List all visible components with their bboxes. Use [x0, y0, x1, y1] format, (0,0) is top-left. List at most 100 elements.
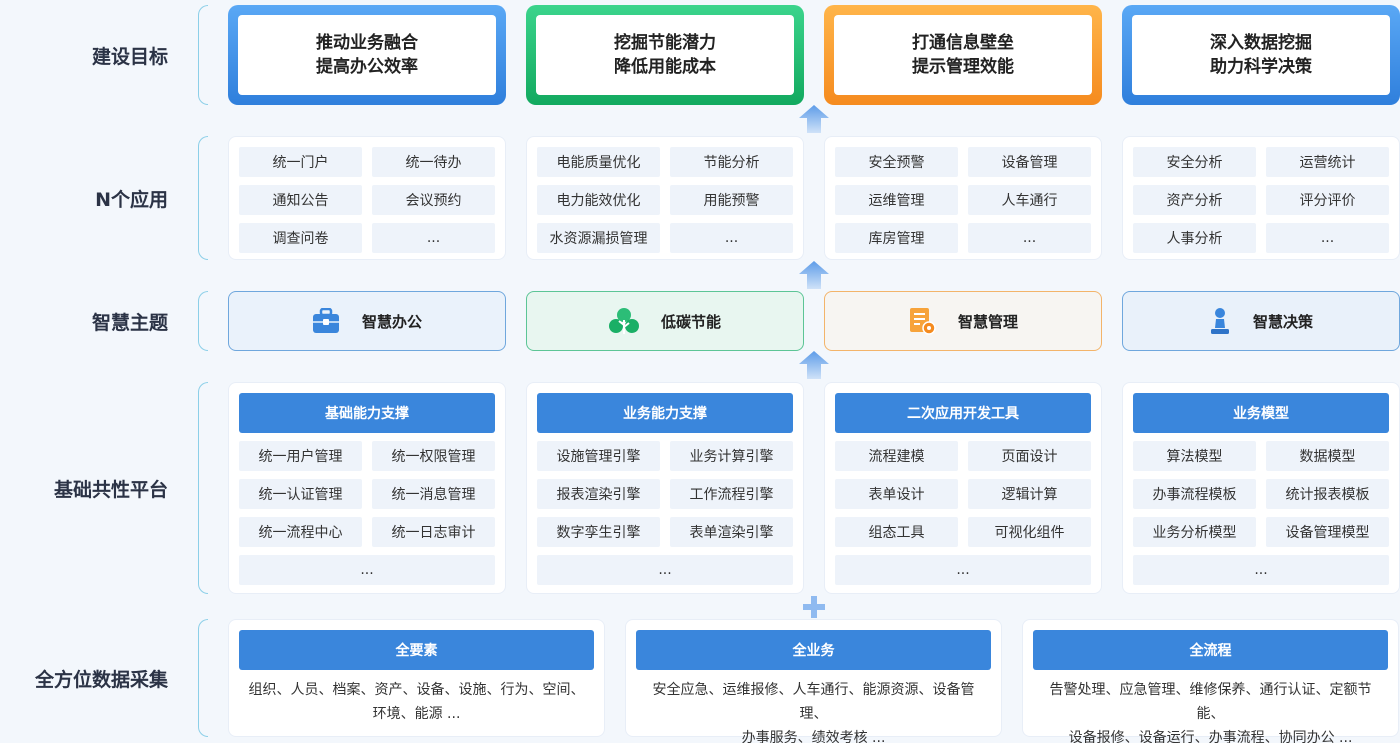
platform-item[interactable]: 统一消息管理: [372, 479, 495, 509]
platform-item[interactable]: 报表渲染引擎: [537, 479, 660, 509]
app-panel: 电能质量优化 节能分析 电力能效优化 用能预警 水资源漏损管理 ...: [526, 136, 804, 260]
data-header: 全业务: [636, 630, 991, 670]
platform-item[interactable]: 业务分析模型: [1133, 517, 1256, 547]
row-label-apps: N个应用: [95, 188, 168, 211]
app-item[interactable]: 评分评价: [1266, 185, 1389, 215]
row-label-data: 全方位数据采集: [34, 668, 168, 691]
platform-item[interactable]: 表单设计: [835, 479, 958, 509]
platform-item[interactable]: 统一权限管理: [372, 441, 495, 471]
platform-item[interactable]: 流程建模: [835, 441, 958, 471]
data-line: 办事服务、绩效考核 ...: [741, 730, 886, 743]
app-item[interactable]: 库房管理: [835, 223, 958, 253]
goal-card: 打通信息壁垒提示管理效能: [824, 5, 1102, 105]
platform-item[interactable]: 逻辑计算: [968, 479, 1091, 509]
goal-line: 提高办公效率: [316, 57, 418, 77]
briefcase-icon: [312, 308, 339, 333]
theme-smart-decision[interactable]: 智慧决策: [1122, 291, 1400, 351]
bracket: [198, 136, 208, 260]
theme-label: 智慧办公: [361, 312, 422, 331]
platform-item[interactable]: 工作流程引擎: [670, 479, 793, 509]
data-line: 环境、能源 ...: [372, 706, 461, 722]
app-item[interactable]: 安全分析: [1133, 147, 1256, 177]
platform-item[interactable]: 算法模型: [1133, 441, 1256, 471]
platform-item[interactable]: 设备管理模型: [1266, 517, 1389, 547]
theme-smart-management[interactable]: 智慧管理: [824, 291, 1102, 351]
platform-item-more[interactable]: ...: [1133, 555, 1389, 585]
platform-item[interactable]: 可视化组件: [968, 517, 1091, 547]
app-item[interactable]: 用能预警: [670, 185, 793, 215]
app-item-more[interactable]: ...: [670, 223, 793, 253]
theme-label: 智慧决策: [1252, 312, 1313, 331]
data-line: 安全应急、运维报修、人车通行、能源资源、设备管理、: [652, 682, 975, 722]
app-item[interactable]: 调查问卷: [239, 223, 362, 253]
data-line: 告警处理、应急管理、维修保养、通行认证、定额节能、: [1049, 682, 1372, 722]
app-item[interactable]: 节能分析: [670, 147, 793, 177]
platform-panel: 二次应用开发工具 流程建模 页面设计 表单设计 逻辑计算 组态工具 可视化组件 …: [824, 382, 1102, 594]
platform-item[interactable]: 统计报表模板: [1266, 479, 1389, 509]
app-item[interactable]: 设备管理: [968, 147, 1091, 177]
app-item[interactable]: 统一待办: [372, 147, 495, 177]
data-header: 全要素: [239, 630, 594, 670]
app-item[interactable]: 运维管理: [835, 185, 958, 215]
plus-icon: [803, 596, 825, 618]
platform-item[interactable]: 统一用户管理: [239, 441, 362, 471]
goal-card: 深入数据挖掘助力科学决策: [1122, 5, 1400, 105]
app-item[interactable]: 运营统计: [1266, 147, 1389, 177]
data-line: 设备报修、设备运行、办事流程、协同办公 ...: [1068, 730, 1353, 743]
platform-item[interactable]: 业务计算引擎: [670, 441, 793, 471]
platform-item-more[interactable]: ...: [835, 555, 1091, 585]
app-item[interactable]: 人车通行: [968, 185, 1091, 215]
leaf-icon: [608, 308, 639, 334]
app-item[interactable]: 通知公告: [239, 185, 362, 215]
app-item-more[interactable]: ...: [1266, 223, 1389, 253]
data-description: 组织、人员、档案、资产、设备、设施、行为、空间、 环境、能源 ...: [239, 678, 594, 726]
app-item[interactable]: 资产分析: [1133, 185, 1256, 215]
platform-item[interactable]: 统一认证管理: [239, 479, 362, 509]
app-item[interactable]: 安全预警: [835, 147, 958, 177]
app-item-more[interactable]: ...: [372, 223, 495, 253]
bracket: [198, 382, 208, 594]
app-item[interactable]: 统一门户: [239, 147, 362, 177]
goal-card: 挖掘节能潜力降低用能成本: [526, 5, 804, 105]
theme-low-carbon[interactable]: 低碳节能: [526, 291, 804, 351]
chess-pawn-icon: [1210, 308, 1229, 334]
platform-item[interactable]: 数字孪生引擎: [537, 517, 660, 547]
bracket: [198, 291, 208, 351]
app-item[interactable]: 电力能效优化: [537, 185, 660, 215]
app-item[interactable]: 水资源漏损管理: [537, 223, 660, 253]
row-label-goals: 建设目标: [91, 45, 168, 68]
app-panel: 安全分析 运营统计 资产分析 评分评价 人事分析 ...: [1122, 136, 1400, 260]
platform-item[interactable]: 设施管理引擎: [537, 441, 660, 471]
data-description: 告警处理、应急管理、维修保养、通行认证、定额节能、 设备报修、设备运行、办事流程…: [1033, 678, 1388, 743]
platform-panel: 基础能力支撑 统一用户管理 统一权限管理 统一认证管理 统一消息管理 统一流程中…: [228, 382, 506, 594]
platform-header: 业务模型: [1133, 393, 1389, 433]
goal-line: 深入数据挖掘: [1210, 33, 1312, 53]
platform-header: 业务能力支撑: [537, 393, 793, 433]
platform-item-more[interactable]: ...: [537, 555, 793, 585]
goal-line: 降低用能成本: [614, 57, 716, 77]
platform-item[interactable]: 页面设计: [968, 441, 1091, 471]
platform-item[interactable]: 表单渲染引擎: [670, 517, 793, 547]
up-arrow-icon: [799, 351, 829, 379]
app-item[interactable]: 会议预约: [372, 185, 495, 215]
platform-item-more[interactable]: ...: [239, 555, 495, 585]
platform-panel: 业务能力支撑 设施管理引擎 业务计算引擎 报表渲染引擎 工作流程引擎 数字孪生引…: [526, 382, 804, 594]
platform-item[interactable]: 组态工具: [835, 517, 958, 547]
data-panel: 全要素 组织、人员、档案、资产、设备、设施、行为、空间、 环境、能源 ...: [228, 619, 605, 737]
app-item-more[interactable]: ...: [968, 223, 1091, 253]
app-item[interactable]: 电能质量优化: [537, 147, 660, 177]
goal-line: 助力科学决策: [1210, 57, 1312, 77]
platform-item[interactable]: 数据模型: [1266, 441, 1389, 471]
goal-line: 推动业务融合: [316, 33, 418, 53]
app-item[interactable]: 人事分析: [1133, 223, 1256, 253]
platform-item[interactable]: 统一流程中心: [239, 517, 362, 547]
platform-item[interactable]: 统一日志审计: [372, 517, 495, 547]
app-panel: 安全预警 设备管理 运维管理 人车通行 库房管理 ...: [824, 136, 1102, 260]
data-panel: 全流程 告警处理、应急管理、维修保养、通行认证、定额节能、 设备报修、设备运行、…: [1022, 619, 1399, 743]
platform-item[interactable]: 办事流程模板: [1133, 479, 1256, 509]
platform-header: 二次应用开发工具: [835, 393, 1091, 433]
goal-line: 打通信息壁垒: [912, 33, 1014, 53]
app-panel: 统一门户 统一待办 通知公告 会议预约 调查问卷 ...: [228, 136, 506, 260]
data-description: 安全应急、运维报修、人车通行、能源资源、设备管理、 办事服务、绩效考核 ...: [636, 678, 991, 743]
theme-smart-office[interactable]: 智慧办公: [228, 291, 506, 351]
